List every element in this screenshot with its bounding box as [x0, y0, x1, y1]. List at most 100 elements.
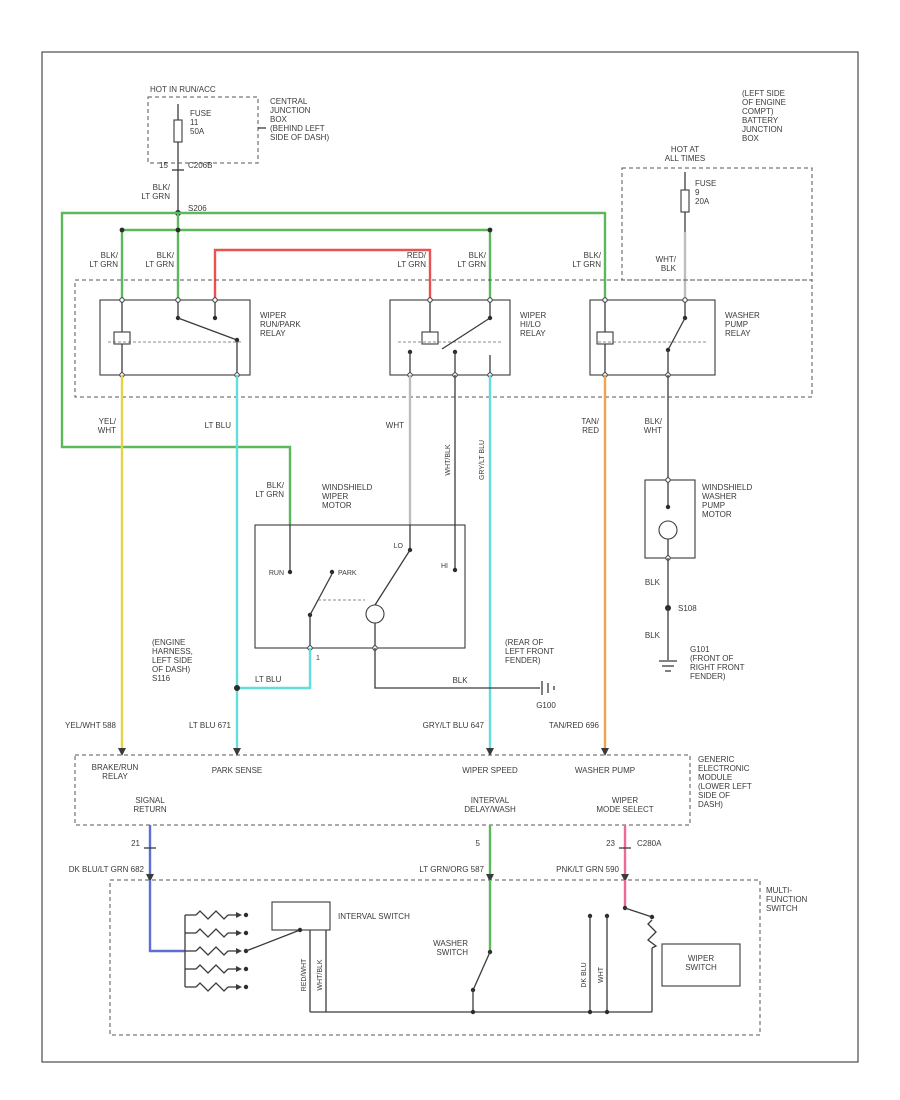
gem-output-wires: 21 5 23 C280A DK BLU/LT GRN 682 LT GRN/O… [69, 825, 662, 882]
circuit-yel-wht: YEL/WHT 588 [65, 721, 117, 730]
cjb-box [147, 96, 259, 164]
contact-arm [441, 317, 491, 350]
power-left-title: HOT IN RUN/ACC [150, 85, 216, 94]
circuit-pnk: PNK/LT GRN 590 [556, 865, 619, 874]
selector-arm [245, 929, 301, 952]
arrow-into-gem [118, 748, 126, 756]
wire-label-gry-lt-blu-rot: GRY/LT BLU [479, 440, 486, 480]
relay-pin [119, 297, 125, 303]
junction-dot [470, 1009, 476, 1015]
arrow [236, 984, 242, 990]
wire-label-wht: WHT [386, 421, 404, 430]
switch-arm [624, 907, 653, 918]
relay-pin [602, 297, 608, 303]
park-contact [329, 569, 335, 575]
wire-label-blk: BLK [645, 578, 661, 587]
contact-dot [243, 966, 249, 972]
wire-label-rot-d: WHT [598, 966, 605, 983]
resistor [195, 982, 229, 992]
resistor [195, 928, 229, 938]
relay-frame [389, 299, 511, 376]
hi-contact [452, 567, 458, 573]
resistor [647, 919, 658, 949]
contact-dot [649, 914, 655, 920]
wire-blk-ground [374, 648, 540, 689]
hi-label: HI [441, 563, 448, 570]
resistor [195, 964, 229, 974]
wire-signal-return [148, 880, 185, 953]
relay-coil [113, 331, 131, 345]
washer-motor-frame [644, 479, 696, 559]
relay-compartment-box [74, 279, 813, 398]
fuse-icon [173, 119, 183, 143]
wire-label-blk-wht: BLK/WHT [644, 417, 663, 435]
feed-wire-left: 15 C206B BLK/LT GRN S206 [141, 142, 212, 216]
circuit-lt-grn-org: LT GRN/ORG 587 [419, 865, 484, 874]
park-switch-arm [309, 573, 333, 616]
bjb-box [621, 167, 813, 281]
circuit-id-row: YEL/WHT 588 LT BLU 671 GRY/LT BLU 647 TA… [65, 721, 609, 756]
wire-red-relay-link [213, 248, 432, 300]
pin-15: 15 [159, 161, 168, 170]
run-label: RUN [269, 570, 284, 577]
wire-label-rot-a: RED/WHT [301, 958, 308, 991]
green-feed-wires [60, 211, 607, 525]
wire-label-blk: BLK [452, 676, 468, 685]
pivot-dot [297, 927, 303, 933]
relay-coil [421, 331, 439, 345]
contact-dot [665, 504, 671, 510]
splice-s116-dot [234, 685, 240, 691]
wire-green-motor-loop [60, 211, 292, 525]
wire-label-rot-b: WHT/BLK [317, 959, 324, 990]
relay-pin [487, 297, 493, 303]
arrow [236, 948, 242, 954]
diagram-border [41, 51, 859, 1063]
junction-dot [175, 227, 181, 233]
junction-dot [604, 1009, 610, 1015]
gem-input-park-sense: PARK SENSE [212, 766, 263, 775]
interval-switch-label: INTERVAL SWITCH [338, 912, 410, 921]
relay-pin [682, 297, 688, 303]
connector-c280a: C280A [637, 839, 662, 848]
run-contact [287, 569, 293, 575]
wire-label-rot-c: DK BLU [581, 962, 588, 987]
fuse-icon [680, 189, 690, 213]
contact-dot [243, 930, 249, 936]
ground-g100-label: G100 [536, 701, 556, 710]
lo-label: LO [394, 543, 404, 550]
circuit-gry-lt-blu: GRY/LT BLU 647 [423, 721, 485, 730]
relay-output-wires: YEL/WHT LT BLU WHT WHT/BLK GRY/LT BLU TA… [98, 375, 669, 752]
resistor [195, 946, 229, 956]
arrow-into-gem [601, 748, 609, 756]
pin-label: BLK/LT GRN [572, 251, 601, 269]
motor-symbol [658, 520, 678, 540]
wire-label-lt-blu-motor: LT BLU [255, 675, 282, 684]
junction-dot [119, 227, 125, 233]
connector-c206b: C206B [188, 161, 212, 170]
contact-arm [177, 317, 238, 341]
junction-dot [487, 227, 493, 233]
circuit-tan-red: TAN/RED 696 [549, 721, 600, 730]
park-label: PARK [338, 570, 357, 577]
relay-pin [212, 297, 218, 303]
